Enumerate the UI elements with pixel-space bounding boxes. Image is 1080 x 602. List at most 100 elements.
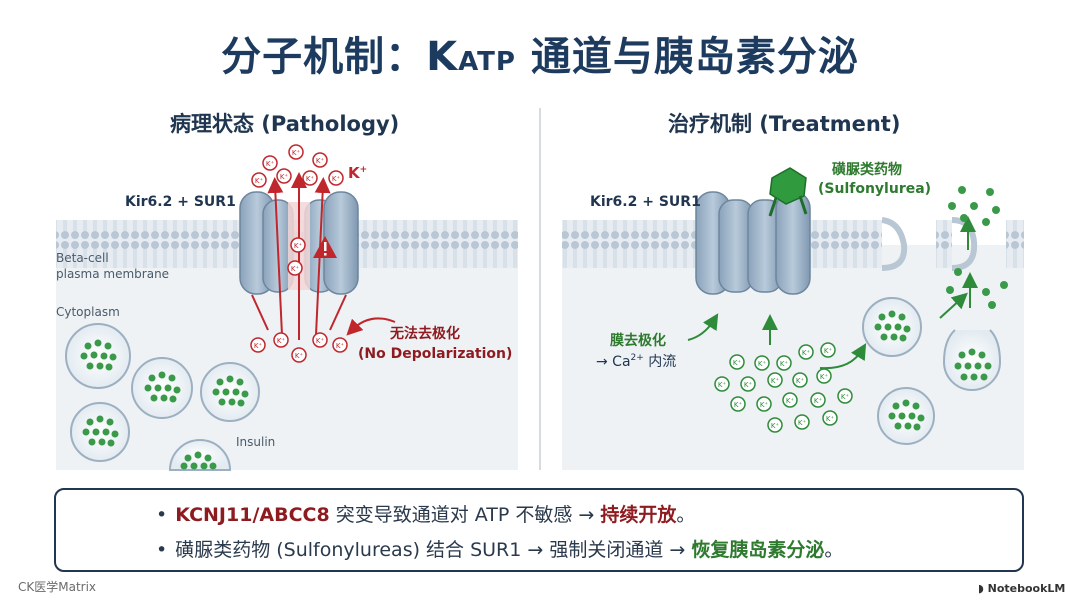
svg-text:K⁺: K⁺ [820, 373, 829, 381]
svg-text:K⁺: K⁺ [780, 360, 789, 368]
footer-watermark: CK医学Matrix [18, 578, 96, 595]
k-ion: K⁺ [715, 377, 729, 391]
svg-text:K⁺: K⁺ [266, 160, 275, 168]
svg-text:K⁺: K⁺ [760, 401, 769, 409]
svg-text:K⁺: K⁺ [841, 393, 850, 401]
bullet-2-text: 磺脲类药物 (Sulfonylureas) 结合 SUR1 → 强制关闭通道 → [175, 539, 691, 561]
k-ion: K⁺ [838, 389, 852, 403]
svg-text:K⁺: K⁺ [733, 359, 742, 367]
svg-text:K⁺: K⁺ [332, 175, 341, 183]
svg-text:K⁺: K⁺ [295, 352, 304, 360]
footer-brand: ◗ NotebookLM [978, 582, 1065, 595]
summary-bullet-1: •KCNJ11/ABCC8 突变导致通道对 ATP 不敏感 → 持续开放。 [156, 500, 695, 527]
svg-text:K⁺: K⁺ [798, 419, 807, 427]
k-ion: K⁺ [768, 373, 782, 387]
svg-text:K⁺: K⁺ [744, 381, 753, 389]
fusing-vesicle [944, 330, 1000, 390]
insulin-vesicle [71, 403, 129, 461]
depol-label-cn: 膜去极化 [610, 332, 666, 349]
svg-text:K⁺: K⁺ [814, 397, 823, 405]
svg-text:K⁺: K⁺ [316, 337, 325, 345]
bullet-1-emphasis: 持续开放 [600, 504, 676, 526]
svg-text:K⁺: K⁺ [292, 149, 301, 157]
insulin-vesicle [863, 298, 921, 356]
membrane-label-line1: Beta-cell [56, 251, 109, 265]
k-ion: K⁺ [251, 338, 265, 352]
svg-text:K⁺: K⁺ [824, 347, 833, 355]
svg-text:K⁺: K⁺ [734, 401, 743, 409]
no-depol-en: (No Depolarization) [358, 346, 512, 362]
summary-box: •KCNJ11/ABCC8 突变导致通道对 ATP 不敏感 → 持续开放。 •磺… [54, 488, 1024, 572]
right-channel-label: Kir6.2 + SUR1 [590, 194, 701, 210]
k-ion: K⁺ [333, 338, 347, 352]
k-ion: K⁺ [313, 153, 327, 167]
svg-text:K⁺: K⁺ [826, 415, 835, 423]
svg-text:K⁺: K⁺ [306, 175, 315, 183]
k-ion: K⁺ [755, 356, 769, 370]
svg-text:K⁺: K⁺ [796, 377, 805, 385]
cytoplasm-label: Cytoplasm [56, 305, 120, 319]
k-ion: K⁺ [811, 393, 825, 407]
svg-text:K⁺: K⁺ [771, 422, 780, 430]
footer-brand-text: NotebookLM [988, 582, 1066, 595]
k-ion: K⁺ [777, 356, 791, 370]
k-ion: K⁺ [757, 397, 771, 411]
k-ion: K⁺ [303, 171, 317, 185]
k-ion: K⁺ [768, 418, 782, 432]
k-ion: K⁺ [313, 333, 327, 347]
summary-bullet-2: •磺脲类药物 (Sulfonylureas) 结合 SUR1 → 强制关闭通道 … [156, 535, 843, 562]
k-ion: K⁺ [263, 156, 277, 170]
k-ion: K⁺ [288, 261, 302, 275]
k-ion: K⁺ [783, 393, 797, 407]
k-ion: K⁺ [292, 348, 306, 362]
k-ion: K⁺ [795, 415, 809, 429]
k-ion: K⁺ [817, 369, 831, 383]
no-depol-cn: 无法去极化 [389, 325, 460, 342]
k-ion: K⁺ [277, 169, 291, 183]
bullet-2-emphasis: 恢复胰岛素分泌 [691, 539, 824, 561]
insulin-label: Insulin [236, 435, 275, 449]
svg-text:K⁺: K⁺ [254, 342, 263, 350]
insulin-vesicle [132, 358, 192, 418]
insulin-vesicle [201, 363, 259, 421]
k-ion: K⁺ [291, 238, 305, 252]
drug-label-en: (Sulfonylurea) [818, 181, 931, 197]
k-ion: K⁺ [741, 377, 755, 391]
membrane-label-line2: plasma membrane [56, 267, 169, 281]
insulin-vesicle [878, 388, 934, 444]
svg-text:K⁺: K⁺ [291, 265, 300, 273]
svg-text:K⁺: K⁺ [294, 242, 303, 250]
bullet-2-period: 。 [824, 539, 843, 561]
k-ion: K⁺ [823, 411, 837, 425]
k-ion: K⁺ [821, 343, 835, 357]
bullet-1-text: 突变导致通道对 ATP 不敏感 → [330, 504, 601, 526]
k-ion: K⁺ [329, 171, 343, 185]
k-ion: K⁺ [252, 173, 266, 187]
svg-text:K⁺: K⁺ [316, 157, 325, 165]
svg-text:K⁺: K⁺ [277, 337, 286, 345]
k-ion: K⁺ [731, 397, 745, 411]
left-panel-diagram: K⁺ K⁺ K⁺ K⁺ K⁺ K⁺ K⁺ K⁺ K⁺ K⁺ K⁺ K⁺ K⁺ K… [56, 145, 518, 470]
svg-text:K⁺: K⁺ [758, 360, 767, 368]
svg-text:K⁺: K⁺ [771, 377, 780, 385]
k-ion: K⁺ [274, 333, 288, 347]
k-ion: K⁺ [730, 355, 744, 369]
svg-text:K⁺: K⁺ [718, 381, 727, 389]
gene-name: KCNJ11/ABCC8 [175, 504, 329, 526]
left-channel-label: Kir6.2 + SUR1 [125, 194, 236, 210]
svg-text:K⁺: K⁺ [786, 397, 795, 405]
k-ion: K⁺ [799, 345, 813, 359]
insulin-vesicle [66, 324, 130, 388]
k-ion: K⁺ [793, 373, 807, 387]
right-katp-channel-closed [696, 192, 810, 294]
svg-text:K⁺: K⁺ [280, 173, 289, 181]
k-ion: K⁺ [289, 145, 303, 159]
drug-label-cn: 磺脲类药物 [832, 161, 902, 178]
bullet-1-period: 。 [676, 504, 695, 526]
k-plus-label: K+ [348, 164, 367, 182]
notebooklm-logo-icon: ◗ [978, 582, 988, 595]
svg-text:K⁺: K⁺ [336, 342, 345, 350]
right-panel-diagram: 磺脲类药物 (Sulfonylurea) Kir6.2 + SUR1 膜去极化 … [562, 161, 1024, 470]
mechanism-diagram: K⁺ K⁺ K⁺ K⁺ K⁺ K⁺ K⁺ K⁺ K⁺ K⁺ K⁺ K⁺ K⁺ K… [0, 0, 1080, 480]
svg-text:K⁺: K⁺ [255, 177, 264, 185]
